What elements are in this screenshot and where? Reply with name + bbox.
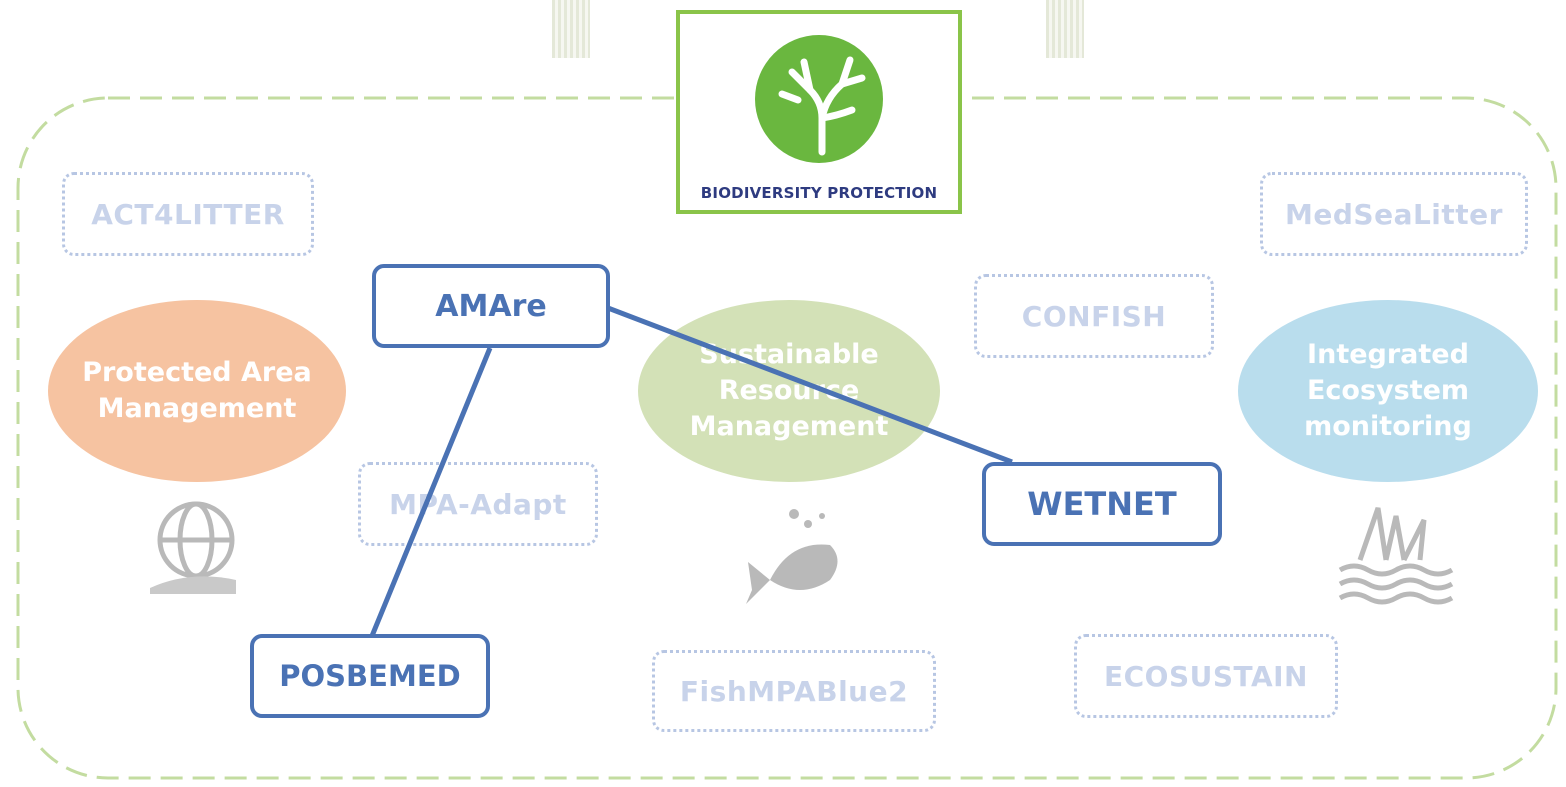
grass-water-icon xyxy=(1338,507,1454,605)
theme-protected-area-label: Protected Area Management xyxy=(82,357,312,424)
project-fishmpablue2: FishMPABlue2 xyxy=(652,650,936,732)
theme-sustainable-resource-label: Sustainable Resource Management xyxy=(689,339,889,442)
top-stripe-right xyxy=(1046,0,1084,58)
line-amare-wetnet xyxy=(607,305,1013,465)
emblem-label: BIODIVERSITY PROTECTION xyxy=(700,184,938,202)
top-stripe-left xyxy=(552,0,590,58)
theme-protected-area: Protected Area Management xyxy=(48,300,346,482)
project-amare: AMAre xyxy=(372,264,610,348)
coral-icon xyxy=(755,35,883,163)
biodiversity-protection-emblem: BIODIVERSITY PROTECTION xyxy=(676,10,962,214)
theme-sustainable-resource: Sustainable Resource Management xyxy=(638,300,940,482)
project-ecosustain: ECOSUSTAIN xyxy=(1074,634,1338,718)
theme-integrated-ecosystem: Integrated Ecosystem monitoring xyxy=(1238,300,1538,482)
project-act4litter: ACT4LITTER xyxy=(62,172,314,256)
project-wetnet: WETNET xyxy=(982,462,1222,546)
line-amare-posbemed xyxy=(369,347,493,637)
fish-icon xyxy=(746,509,838,604)
project-mpa-adapt: MPA-Adapt xyxy=(358,462,598,546)
project-posbemed: POSBEMED xyxy=(250,634,490,718)
project-confish: CONFISH xyxy=(974,274,1214,358)
theme-integrated-ecosystem-label: Integrated Ecosystem monitoring xyxy=(1304,339,1472,442)
project-medsealitter: MedSeaLitter xyxy=(1260,172,1528,256)
globe-hand-icon xyxy=(150,501,236,594)
